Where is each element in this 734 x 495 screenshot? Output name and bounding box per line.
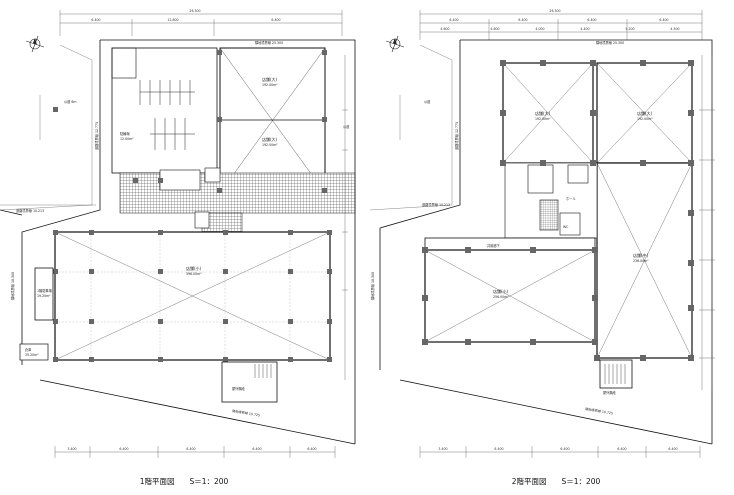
f1-tiled-walkway	[119, 172, 356, 214]
dim-f2-h: 4.400	[580, 27, 589, 31]
f1-room-lower-label: 店舗(小)	[186, 265, 202, 271]
f2-site-bottom: 隣地境界線 10.725	[585, 406, 614, 415]
f1-room-upper2-label: 店舗(大)	[262, 136, 278, 142]
f2-right-long-label: 店舗(中)	[633, 252, 649, 258]
floor2-caption: 2階平面図 S＝1：200	[512, 476, 601, 486]
dim-f1-total: 26.300	[189, 9, 200, 13]
north-arrow-icon	[25, 35, 45, 53]
f2-bdim-d: 6.400	[617, 447, 626, 451]
f1-stair-label: 屋外階段	[232, 386, 246, 391]
f1-bdim-a: 3.400	[67, 447, 76, 451]
dim-f2-total: 26.300	[549, 9, 560, 13]
f1-site-bottom: 隣地境界線 10.725	[232, 408, 261, 417]
f1-bdim-d: 6.400	[252, 447, 261, 451]
f2-site-top: 隣地境界線 25.300	[596, 40, 624, 45]
f1-right-dims	[342, 55, 348, 380]
floor1-site-boundary	[0, 39, 356, 445]
dim-f2-f: 4.600	[490, 27, 499, 31]
f1-shed-label: 1階駐車場	[37, 288, 53, 293]
dim-f2-d: 6.400	[659, 18, 668, 22]
f1-room-upper2-sub: 192.00m²	[262, 143, 278, 147]
floor2-road-lines	[369, 44, 453, 211]
f1-bdim-b: 6.400	[119, 447, 128, 451]
f2-room-right-long: 店舗(中) 236.00m²	[596, 162, 693, 359]
floor1-plan: 26.300 6.400 12.800 6.400 公道 6m 公道 隣地境界線…	[0, 9, 356, 486]
floor2-top-dimensions	[419, 10, 703, 40]
f1-storage-label: 倉庫	[25, 347, 32, 352]
f2-upper-right-label: 店舗(大)	[637, 110, 653, 116]
f1-storage: 倉庫 35.20m²	[19, 343, 49, 361]
f2-road-label: 公道	[424, 99, 431, 104]
f1-site-top: 隣地境界線 25.300	[255, 40, 283, 45]
f1-room-upper: 店舗(大) 192.00m² 店舗(大) 192.00m²	[219, 47, 326, 194]
dim-f2-b: 6.400	[518, 18, 527, 22]
f2-road-left: 道路境界線 12.775	[454, 122, 459, 150]
f2-core	[504, 162, 598, 239]
dim-f2-i: 4.200	[625, 27, 634, 31]
f2-stair-label: 屋外階段	[603, 390, 617, 395]
f2-lower-left-label: 店舗(小)	[493, 288, 509, 294]
f2-right-dims	[699, 55, 715, 390]
f2-corridor-label: 共用廊下	[487, 243, 501, 248]
f2-right-long-sub: 236.00m²	[633, 259, 649, 263]
f1-room-upper-label: 店舗(大)	[262, 76, 278, 82]
dim-f1-b: 12.800	[167, 18, 178, 22]
dim-f2-a: 6.400	[449, 18, 458, 22]
f2-upper-left-label: 店舗(大)	[535, 110, 551, 116]
f2-room-lower-left: 店舗(小) 256.00m²	[424, 249, 596, 343]
f2-outdoor-stair: 屋外階段	[599, 359, 633, 395]
dim-f2-e: 4.600	[440, 27, 449, 31]
f2-bdim-e: 6.400	[668, 447, 677, 451]
f1-shed-sub: 19.20m²	[37, 294, 51, 298]
f2-columns	[422, 60, 694, 361]
f1-parking-block: 駐輪場 12.00m²	[111, 47, 218, 174]
f2-bdim-a: 3.400	[438, 447, 447, 451]
floor1-caption: 1階平面図 S＝1：200	[140, 476, 229, 486]
f1-site-left: 隣地境界線 10.300	[10, 272, 15, 300]
f2-site-left: 隣地境界線 10.300	[370, 272, 375, 300]
f2-bdim-c: 6.400	[560, 447, 569, 451]
f1-outdoor-stair: 屋外階段	[221, 361, 278, 403]
f1-road-right: 公道	[343, 124, 350, 129]
f1-bike-sub: 12.00m²	[120, 137, 134, 141]
f1-bdim-c: 6.400	[186, 447, 195, 451]
f2-road-mid: 道路境界線 10.213	[422, 202, 450, 207]
floor1-bottom-dimensions	[54, 446, 336, 458]
f1-bdim-e: 6.400	[307, 447, 316, 451]
f2-upper-left-sub: 192.00m²	[535, 117, 551, 121]
f2-room-upper-left: 店舗(大) 192.00m²	[502, 62, 594, 164]
f1-road-mid: 道路境界線 10.213	[16, 208, 44, 213]
f1-room-lower: 店舗(小) 396.00m²	[53, 50, 332, 362]
f2-corridor	[424, 237, 596, 251]
f2-lower-left-sub: 256.00m²	[493, 295, 509, 299]
f1-road-left: 道路境界線 12.775	[94, 122, 99, 150]
dim-f2-g: 4.000	[535, 27, 544, 31]
f2-room-upper-right: 店舗(大) 192.00m²	[596, 62, 693, 164]
f2-hall-label: ホール	[566, 196, 576, 201]
f1-road-label: 公道 6m	[64, 99, 77, 104]
f1-storage-sub: 35.20m²	[25, 353, 39, 357]
f1-bike-label: 駐輪場	[120, 131, 130, 136]
dim-f2-c: 6.400	[587, 18, 596, 22]
f2-upper-right-sub: 192.00m²	[637, 117, 653, 121]
f1-room-lower-sub: 396.00m²	[186, 272, 202, 276]
f1-shed: 1階駐車場 19.20m²	[34, 267, 54, 321]
dim-f1-c: 6.400	[271, 18, 280, 22]
dim-f1-a: 6.400	[91, 18, 100, 22]
f2-wc-label: WC	[563, 225, 569, 229]
f1-room-upper-sub: 192.00m²	[262, 83, 278, 87]
floor2-bottom-dimensions	[419, 446, 701, 458]
north-arrow-icon	[385, 35, 405, 53]
floor1-top-dimensions	[59, 10, 343, 36]
dim-f2-j: 4.500	[670, 27, 679, 31]
f2-bdim-b: 6.400	[494, 447, 503, 451]
floor2-plan: 26.300 6.400 6.400 6.400 6.400 4.600 4.6…	[369, 9, 715, 486]
